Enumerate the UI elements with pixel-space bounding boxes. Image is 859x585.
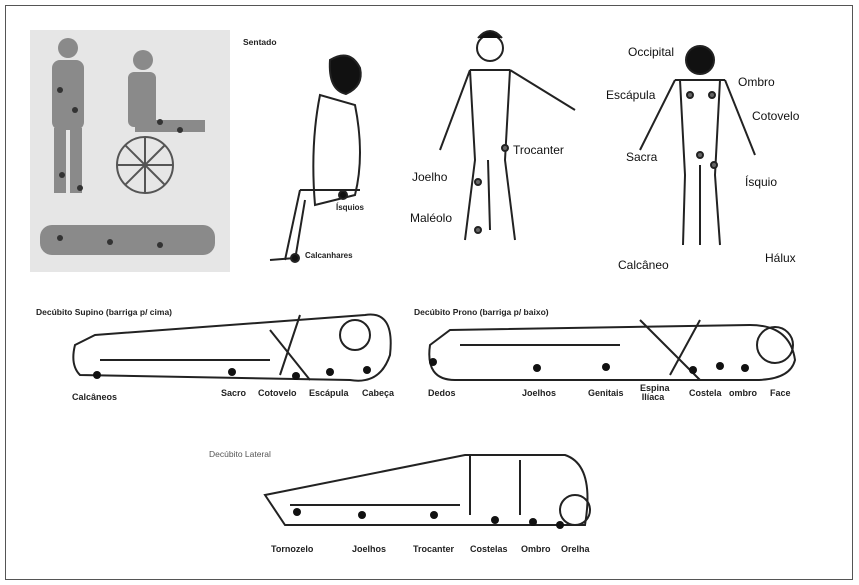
lateral-title: Decúbito Lateral (209, 449, 271, 459)
label-maleolo: Maléolo (410, 211, 453, 225)
supine-figure (72, 313, 392, 382)
label-sacro: Sacro (221, 388, 247, 398)
lateral-figure (263, 454, 591, 529)
label-occipital: Occipital (628, 45, 675, 59)
label-calcanhares: Calcanhares (305, 251, 353, 260)
supine-title: Decúbito Supino (barriga p/ cima) (36, 307, 173, 317)
label-ombro-lateral: Ombro (521, 544, 551, 554)
label-orelha: Orelha (561, 544, 590, 554)
label-calcaneo: Calcâneo (618, 258, 669, 272)
label-cotovelo: Cotovelo (752, 109, 800, 123)
label-ombro: Ombro (738, 75, 775, 89)
label-espina-iliaca: Espina Ilíaca (640, 383, 670, 402)
back-figure (639, 45, 756, 246)
frame-border (5, 5, 853, 580)
label-joelhos-lateral: Joelhos (352, 544, 387, 554)
label-escapula-supino: Escápula (309, 388, 349, 398)
label-isquio: Ísquio (745, 175, 778, 189)
label-ombro-prono: ombro (729, 388, 757, 398)
label-face: Face (770, 388, 791, 398)
label-dedos: Dedos (428, 388, 456, 398)
label-isquios: Ísquios (336, 203, 365, 212)
label-trocanter: Trocanter (513, 143, 564, 157)
prone-title: Decúbito Prono (barriga p/ baixo) (414, 307, 549, 317)
label-genitais: Genitais (588, 388, 624, 398)
label-trocanter-lateral: Trocanter (413, 544, 455, 554)
label-calcaneos: Calcâneos (72, 392, 118, 402)
sitting-figure (269, 54, 362, 263)
label-cotovelo-supino: Cotovelo (258, 388, 297, 398)
prone-figure (428, 319, 797, 381)
photo-panel (30, 30, 230, 272)
label-cabeca: Cabeça (362, 388, 395, 398)
label-joelho: Joelho (412, 170, 448, 184)
label-costelas: Costelas (470, 544, 508, 554)
front-figure (439, 30, 576, 241)
label-escapula: Escápula (606, 88, 656, 102)
label-sacra: Sacra (626, 150, 658, 164)
label-joelhos-prono: Joelhos (522, 388, 557, 398)
label-tornozelo: Tornozelo (271, 544, 314, 554)
sitting-title: Sentado (243, 37, 277, 47)
label-costela: Costela (689, 388, 722, 398)
label-halux: Hálux (765, 251, 796, 265)
